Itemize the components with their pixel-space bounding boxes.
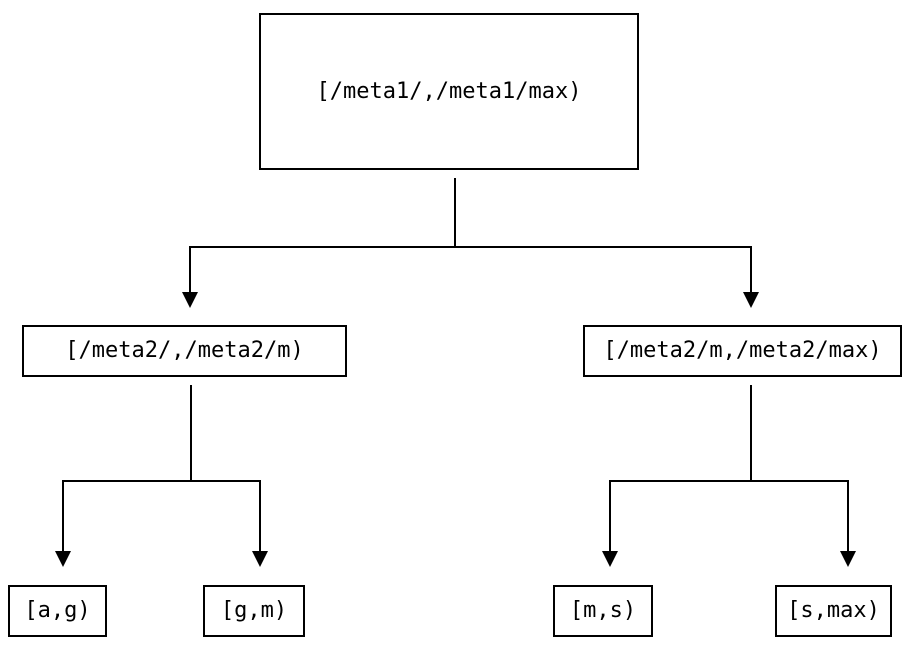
node-label: [/meta2/m,/meta2/max) xyxy=(603,338,882,363)
node-label: [g,m) xyxy=(220,598,288,623)
arrowhead-down-icon xyxy=(252,551,268,567)
node-label: [/meta1/,/meta1/max) xyxy=(316,78,582,104)
node-leaf-a-g: [a,g) xyxy=(8,585,107,637)
node-label: [a,g) xyxy=(24,598,91,623)
arrowhead-down-icon xyxy=(840,551,856,567)
node-leaf-m-s: [m,s) xyxy=(553,585,653,637)
node-leaf-s-max: [s,max) xyxy=(775,585,892,637)
node-label: [m,s) xyxy=(569,598,637,623)
node-root-interval: [/meta1/,/meta1/max) xyxy=(259,13,639,170)
arrowhead-down-icon xyxy=(602,551,618,567)
node-meta2-low-interval: [/meta2/,/meta2/m) xyxy=(22,325,347,377)
arrowhead-down-icon xyxy=(182,292,198,308)
node-meta2-high-interval: [/meta2/m,/meta2/max) xyxy=(583,325,902,377)
arrowhead-down-icon xyxy=(55,551,71,567)
node-leaf-g-m: [g,m) xyxy=(203,585,305,637)
arrowhead-down-icon xyxy=(743,292,759,308)
node-label: [s,max) xyxy=(787,598,880,623)
node-label: [/meta2/,/meta2/m) xyxy=(65,338,304,363)
